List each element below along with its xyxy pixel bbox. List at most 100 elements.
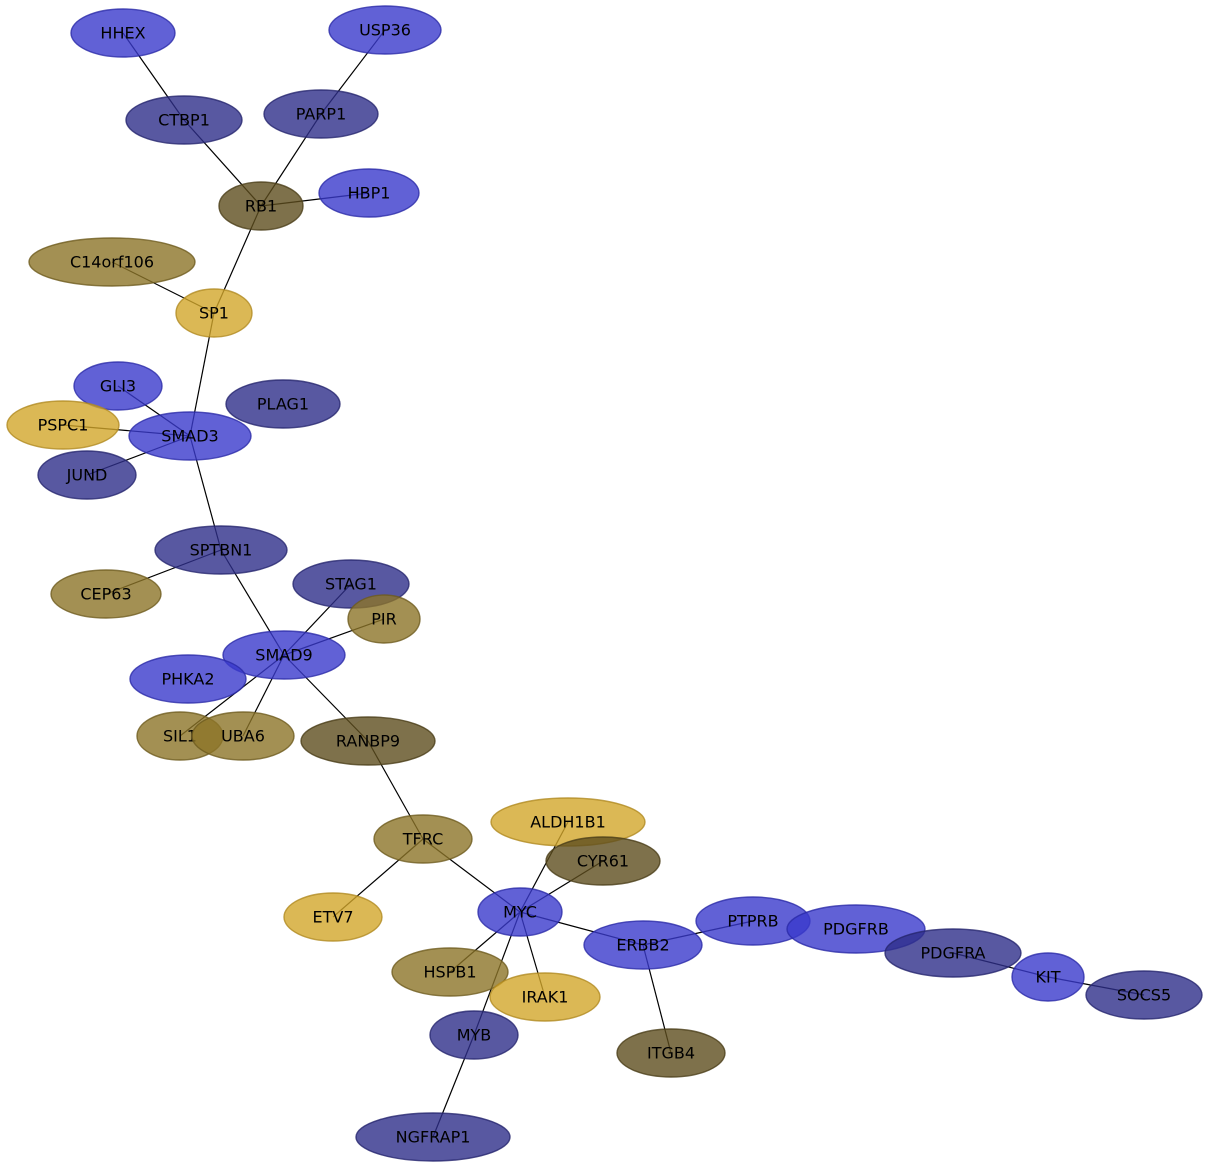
node-c14orf106[interactable]: C14orf106 xyxy=(28,237,196,287)
node-label: ITGB4 xyxy=(647,1044,695,1063)
node-ellipse[interactable] xyxy=(477,887,563,937)
node-label: CEP63 xyxy=(80,585,131,604)
node-ellipse[interactable] xyxy=(545,836,661,886)
node-itgb4[interactable]: ITGB4 xyxy=(616,1028,726,1078)
node-ellipse[interactable] xyxy=(347,594,421,644)
node-label: RB1 xyxy=(245,197,277,216)
node-myc[interactable]: MYC xyxy=(477,887,563,937)
node-label: HBP1 xyxy=(348,184,391,203)
node-plag1[interactable]: PLAG1 xyxy=(225,379,341,429)
node-rb1[interactable]: RB1 xyxy=(218,181,304,231)
node-hspb1[interactable]: HSPB1 xyxy=(391,947,509,997)
node-ellipse[interactable] xyxy=(1085,970,1203,1020)
node-ellipse[interactable] xyxy=(50,569,162,619)
node-ellipse[interactable] xyxy=(786,904,926,954)
node-kit[interactable]: KIT xyxy=(1011,952,1085,1002)
node-tfrc[interactable]: TFRC xyxy=(373,814,473,864)
node-ellipse[interactable] xyxy=(73,361,163,411)
node-pdgfra[interactable]: PDGFRA xyxy=(884,928,1022,978)
node-label: HHEX xyxy=(100,24,145,43)
node-label: MYB xyxy=(457,1026,492,1045)
node-hhex[interactable]: HHEX xyxy=(70,8,176,58)
node-ellipse[interactable] xyxy=(283,892,383,942)
node-ellipse[interactable] xyxy=(884,928,1022,978)
node-ellipse[interactable] xyxy=(128,411,252,461)
node-ellipse[interactable] xyxy=(355,1112,511,1162)
node-ellipse[interactable] xyxy=(154,525,288,575)
node-label: ERBB2 xyxy=(616,936,669,955)
node-ellipse[interactable] xyxy=(328,5,442,55)
node-ngfrap1[interactable]: NGFRAP1 xyxy=(355,1112,511,1162)
node-label: SIL1 xyxy=(163,727,197,746)
node-ellipse[interactable] xyxy=(391,947,509,997)
node-ellipse[interactable] xyxy=(373,814,473,864)
node-ellipse[interactable] xyxy=(125,95,243,145)
node-ellipse[interactable] xyxy=(129,654,247,704)
node-uba6[interactable]: UBA6 xyxy=(191,711,295,761)
node-ellipse[interactable] xyxy=(1011,952,1085,1002)
node-ellipse[interactable] xyxy=(175,288,253,338)
node-label: PDGFRB xyxy=(823,920,889,939)
node-label: HSPB1 xyxy=(424,963,477,982)
node-myb[interactable]: MYB xyxy=(429,1010,519,1060)
node-smad9[interactable]: SMAD9 xyxy=(222,630,346,680)
node-jund[interactable]: JUND xyxy=(37,450,137,500)
node-label: PLAG1 xyxy=(257,395,309,414)
node-label: ALDH1B1 xyxy=(530,813,606,832)
node-cyr61[interactable]: CYR61 xyxy=(545,836,661,886)
node-label: PDGFRA xyxy=(921,944,986,963)
node-irak1[interactable]: IRAK1 xyxy=(489,972,601,1022)
node-ptprb[interactable]: PTPRB xyxy=(695,896,811,946)
node-ellipse[interactable] xyxy=(616,1028,726,1078)
node-label: GLI3 xyxy=(100,377,136,396)
node-label: C14orf106 xyxy=(70,253,154,272)
node-cep63[interactable]: CEP63 xyxy=(50,569,162,619)
node-ranbp9[interactable]: RANBP9 xyxy=(300,716,436,766)
node-ellipse[interactable] xyxy=(6,400,120,450)
node-ellipse[interactable] xyxy=(225,379,341,429)
node-ellipse[interactable] xyxy=(70,8,176,58)
node-label: PHKA2 xyxy=(161,670,214,689)
node-label: IRAK1 xyxy=(522,988,569,1007)
node-label: SOCS5 xyxy=(1117,986,1171,1005)
node-pspc1[interactable]: PSPC1 xyxy=(6,400,120,450)
node-label: USP36 xyxy=(359,21,411,40)
node-label: CTBP1 xyxy=(158,111,210,130)
node-parp1[interactable]: PARP1 xyxy=(263,89,379,139)
node-ellipse[interactable] xyxy=(28,237,196,287)
node-label: CYR61 xyxy=(577,852,629,871)
node-ellipse[interactable] xyxy=(263,89,379,139)
node-erbb2[interactable]: ERBB2 xyxy=(583,920,703,970)
node-ellipse[interactable] xyxy=(300,716,436,766)
node-etv7[interactable]: ETV7 xyxy=(283,892,383,942)
node-pdgfrb[interactable]: PDGFRB xyxy=(786,904,926,954)
node-label: SPTBN1 xyxy=(190,541,253,560)
node-label: PARP1 xyxy=(296,105,347,124)
node-label: UBA6 xyxy=(221,727,265,746)
node-ellipse[interactable] xyxy=(429,1010,519,1060)
node-smad3[interactable]: SMAD3 xyxy=(128,411,252,461)
node-gli3[interactable]: GLI3 xyxy=(73,361,163,411)
node-pir[interactable]: PIR xyxy=(347,594,421,644)
node-label: KIT xyxy=(1036,968,1061,987)
node-ellipse[interactable] xyxy=(222,630,346,680)
node-label: PSPC1 xyxy=(38,416,89,435)
node-ellipse[interactable] xyxy=(191,711,295,761)
node-usp36[interactable]: USP36 xyxy=(328,5,442,55)
node-ellipse[interactable] xyxy=(583,920,703,970)
node-ctbp1[interactable]: CTBP1 xyxy=(125,95,243,145)
node-sp1[interactable]: SP1 xyxy=(175,288,253,338)
node-sptbn1[interactable]: SPTBN1 xyxy=(154,525,288,575)
node-socs5[interactable]: SOCS5 xyxy=(1085,970,1203,1020)
node-phka2[interactable]: PHKA2 xyxy=(129,654,247,704)
node-ellipse[interactable] xyxy=(489,972,601,1022)
node-label: MYC xyxy=(503,903,537,922)
node-ellipse[interactable] xyxy=(37,450,137,500)
node-hbp1[interactable]: HBP1 xyxy=(318,168,420,218)
node-ellipse[interactable] xyxy=(318,168,420,218)
node-ellipse[interactable] xyxy=(218,181,304,231)
node-label: ETV7 xyxy=(312,908,353,927)
node-label: PTPRB xyxy=(727,912,778,931)
